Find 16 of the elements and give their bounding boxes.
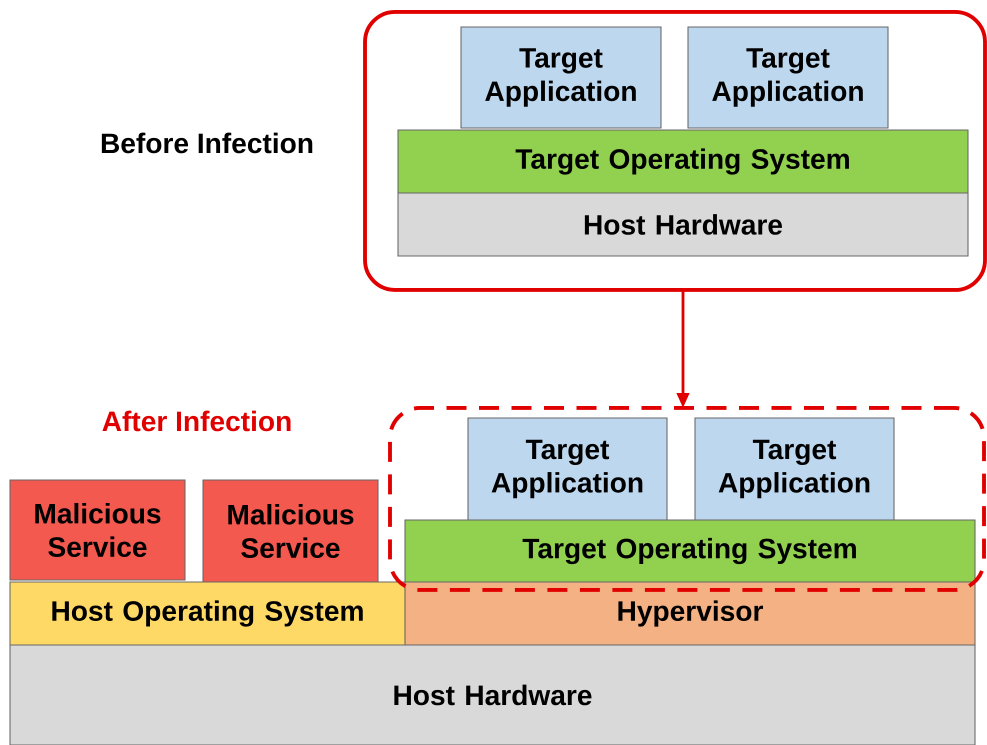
heading: Before Infection	[102, 132, 312, 154]
application-box: Target Application	[687, 26, 889, 129]
application-box: Target Application	[467, 417, 668, 521]
application-box: Target Application	[460, 26, 662, 129]
group-frame	[363, 10, 987, 292]
application-box: Target Application	[694, 417, 895, 521]
hardware-layer: Host Hardware	[397, 192, 969, 257]
service-box: Malicious Service	[202, 479, 379, 583]
os-layer: Target Operating System	[404, 519, 976, 583]
dashed-group-frame	[388, 406, 986, 592]
service-box: Malicious Service	[9, 479, 186, 581]
hardware-layer: Host Hardware	[9, 644, 976, 745]
os-layer: Target Operating System	[397, 129, 969, 194]
hypervisor-layer: Hypervisor	[404, 581, 976, 646]
os-layer: Host Operating System	[9, 581, 406, 646]
heading: After Infection	[102, 410, 291, 432]
